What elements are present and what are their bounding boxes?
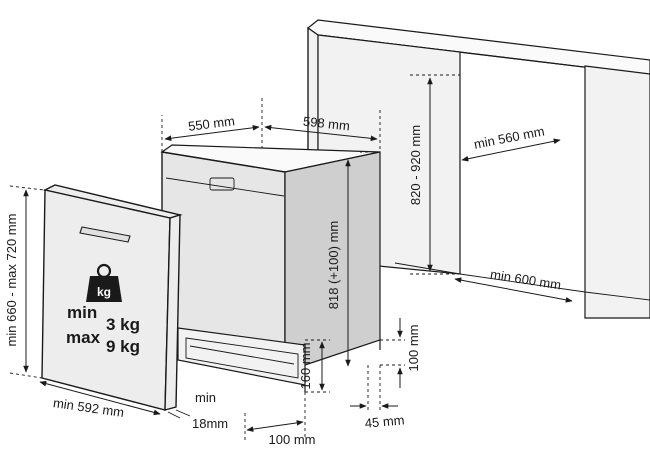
foot-offset-label: 45 mm (364, 412, 405, 430)
weight-max-label: max (66, 328, 101, 347)
body-height-label: 818 (+100) mm (326, 221, 341, 310)
panel-side-edge (164, 214, 181, 411)
panel-height-label: min 660 - max 720 mm (4, 214, 19, 347)
depth-arrow (164, 125, 260, 141)
dishwasher-body (160, 144, 381, 392)
weight-icon-text: kg (97, 285, 111, 299)
niche-depth-arrow (454, 277, 573, 303)
weight-min-value: 3 kg (106, 315, 140, 334)
niche-depth-label: min 600 mm (489, 267, 562, 293)
depth-label: 550 mm (187, 113, 235, 134)
foot-height-label: 100 mm (406, 325, 421, 372)
plinth-depth-label: 100 mm (269, 432, 316, 447)
weight-max-value: 9 kg (106, 337, 140, 356)
panel-width-label: min 592 mm (52, 395, 125, 420)
decor-panel: kg min 3 kg max 9 kg (41, 184, 183, 411)
panel-width-arrow (39, 380, 161, 416)
width-label: 598 mm (302, 114, 350, 134)
weight-min-label: min (67, 303, 97, 322)
gap-value-label: 18mm (192, 416, 228, 431)
gap-min-label: min (195, 390, 216, 405)
plinth-height-label: 160 mm (298, 343, 313, 390)
niche-height-label: 820 - 920 mm (408, 125, 423, 205)
dishwasher-front (161, 151, 286, 346)
niche-width-label: min 560 mm (473, 123, 546, 151)
panel-handle (79, 226, 131, 243)
width-arrow (264, 124, 378, 142)
kettlebell-weight-icon: kg (86, 263, 122, 302)
door-handle-icon (209, 177, 235, 191)
plinth-depth-arrow (246, 420, 304, 432)
cabinet-right-side (584, 65, 650, 319)
niche-width-arrow (461, 138, 561, 162)
